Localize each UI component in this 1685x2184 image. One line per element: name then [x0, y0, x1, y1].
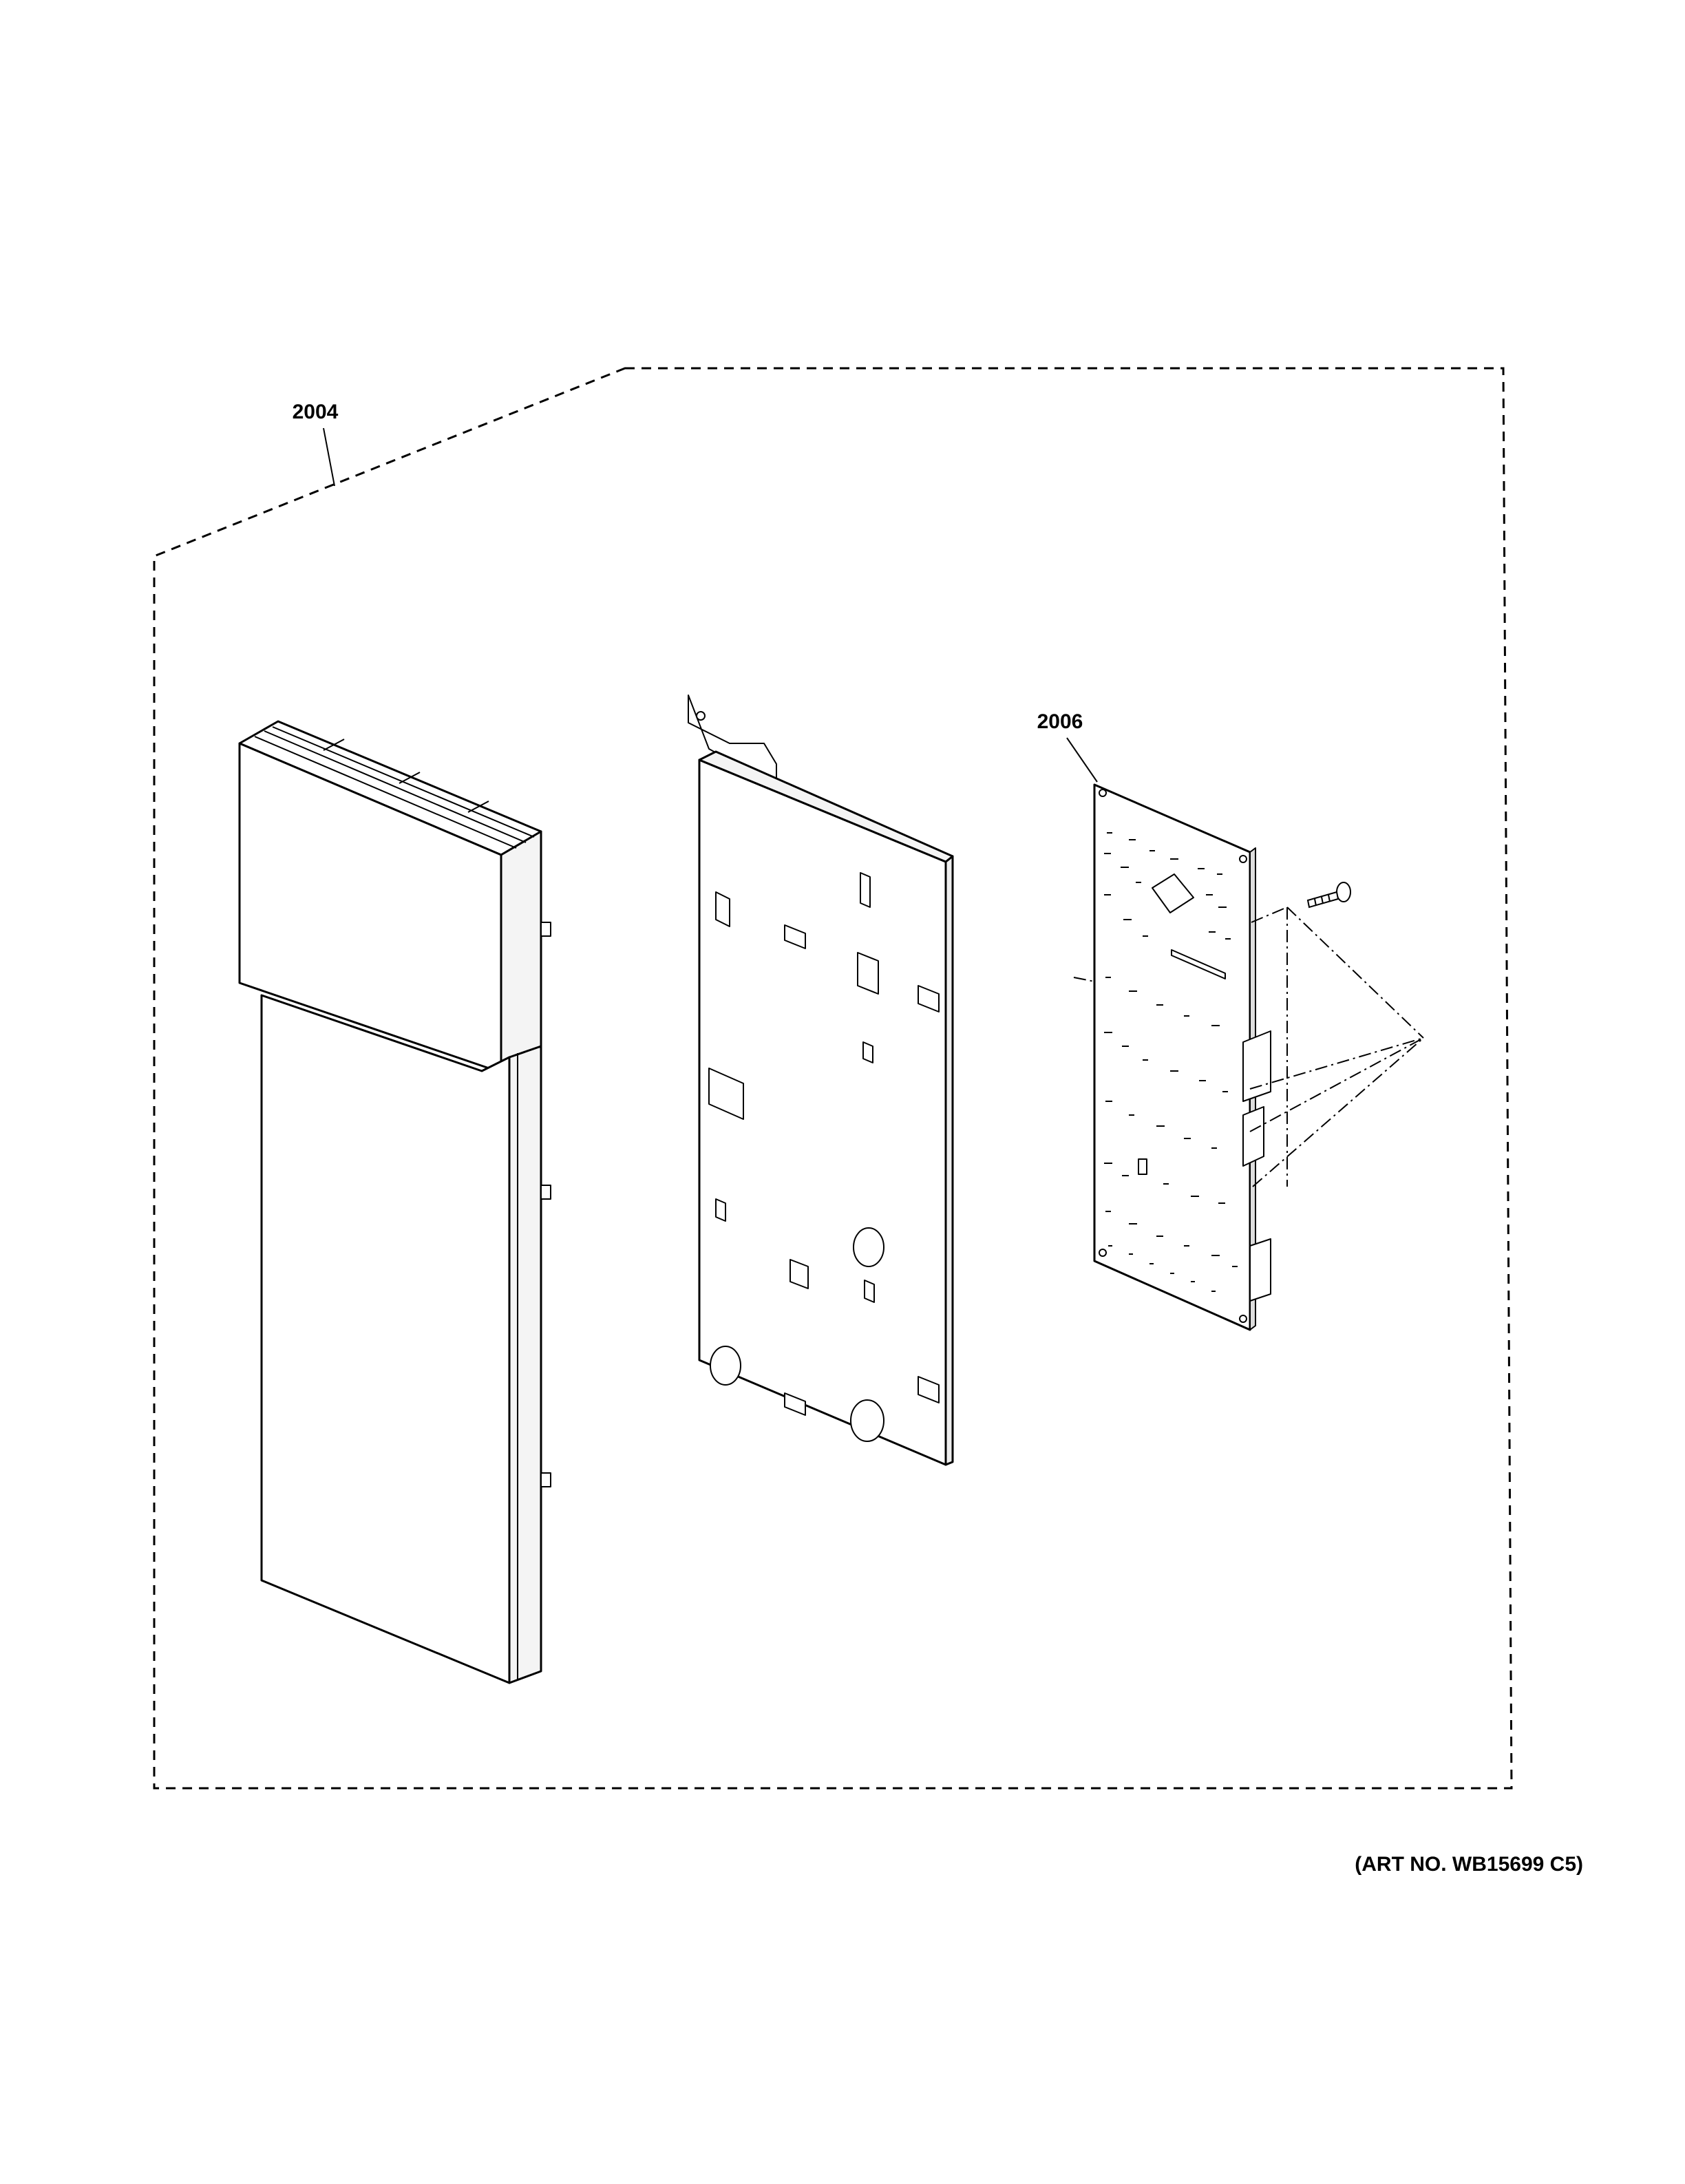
control-board-part [1093, 783, 1271, 1331]
circuit-components [1104, 832, 1238, 1292]
callout-2006: 2006 [1037, 710, 1083, 733]
screw-part [1306, 882, 1351, 909]
callout-2004: 2004 [293, 401, 339, 423]
leader-line-2006 [1066, 737, 1098, 783]
mounting-bracket-part [688, 695, 954, 1466]
art-number: (ART NO. WB15699 C5) [1355, 1853, 1583, 1876]
alignment-lines [1073, 907, 1424, 1187]
front-panel-part [238, 720, 551, 1684]
leader-line-2004 [323, 427, 335, 487]
assembly-boundary [153, 367, 1513, 1790]
